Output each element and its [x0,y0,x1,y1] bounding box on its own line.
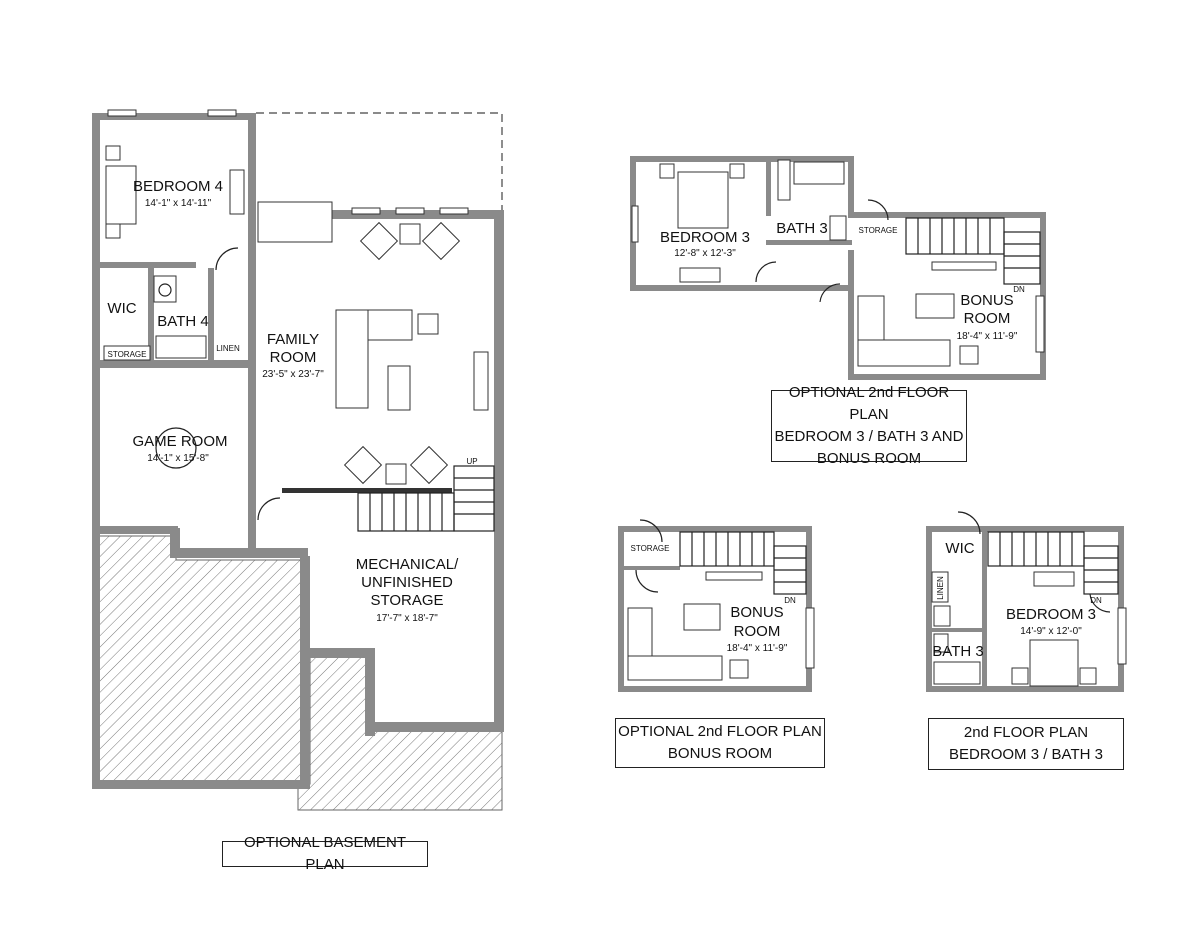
family-room-name-2: ROOM [270,349,317,366]
storage-label: STORAGE [108,350,147,359]
basement-plan: BEDROOM 4 14'-1" x 14'-11" WIC BATH 4 ST… [92,109,504,811]
optional-2nd-floor-bonus-plan: STORAGE DN BONUS ROOM 18'-4" x 11'-9" [618,519,815,692]
std-bedroom3-dims: 14'-9" x 12'-0" [1020,626,1082,637]
bonus-name-1: BONUS [730,604,783,621]
stair-up-label: UP [466,457,477,466]
opt-bonus-caption-line1: OPTIONAL 2nd FLOOR PLAN [618,723,822,740]
bedroom4-dims: 14'-1" x 14'-11" [145,198,212,209]
opt-full-caption-line1: OPTIONAL 2nd FLOOR PLAN [788,384,950,423]
opt-full-caption-line3: BONUS ROOM [816,450,922,467]
basement-caption-text: OPTIONAL BASEMENT PLAN [244,834,406,873]
family-room-name-1: FAMILY [267,331,319,348]
optional-full-plan-caption: OPTIONAL 2nd FLOOR PLAN BEDROOM 3 / BATH… [771,384,967,467]
mechanical-dims: 17'-7" x 18'-7" [376,613,438,624]
optional-bonus-plan-caption: OPTIONAL 2nd FLOOR PLAN BONUS ROOM [615,718,825,768]
game-room-name: GAME ROOM [132,433,227,450]
opt-full-caption-line2: BEDROOM 3 / BATH 3 AND [774,428,964,445]
std-caption-line1: 2nd FLOOR PLAN [963,724,1089,741]
opt-bedroom3-dims: 12'-8" x 12'-3" [674,248,736,259]
mechanical-name-2: UNFINISHED [361,574,453,591]
standard-2nd-floor-plan: WIC LINEN DN BEDROOM 3 14'-9" x 12'-0" B… [926,511,1127,692]
bath4-label: BATH 4 [157,313,208,330]
opt-bath3-label: BATH 3 [776,220,827,237]
unexcavated-area-left [97,535,306,785]
bonus-dn-label: DN [784,596,796,605]
standard-plan-caption: 2nd FLOOR PLAN BEDROOM 3 / BATH 3 [928,718,1124,770]
family-room-dims: 23'-5" x 23'-7" [262,369,324,380]
opt-bonus-name-2: ROOM [964,310,1011,327]
wic-label: WIC [107,300,136,317]
opt-dn-label: DN [1013,285,1025,294]
bonus-name-2: ROOM [734,623,781,640]
opt-bonus-caption-line2: BONUS ROOM [667,745,773,762]
mechanical-name-1: MECHANICAL/ [356,556,459,573]
std-caption-line2: BEDROOM 3 / BATH 3 [949,746,1103,763]
opt-bonus-name-1: BONUS [960,292,1013,309]
mechanical-name-3: STORAGE [370,592,443,609]
basement-plan-caption: OPTIONAL BASEMENT PLAN [222,834,428,873]
std-bath3-label: BATH 3 [932,643,983,660]
optional-2nd-floor-full-plan: BEDROOM 3 12'-8" x 12'-3" BATH 3 STORAGE… [630,156,1046,380]
opt-bedroom3-name: BEDROOM 3 [660,229,750,246]
bonus-storage-label: STORAGE [631,544,670,553]
std-bedroom3-name: BEDROOM 3 [1006,606,1096,623]
linen-label: LINEN [216,344,240,353]
opt-storage-label: STORAGE [859,226,898,235]
std-dn-label: DN [1090,596,1102,605]
opt-bonus-dims: 18'-4" x 11'-9" [957,331,1018,342]
bonus-dims: 18'-4" x 11'-9" [727,643,788,654]
std-wic-label: WIC [945,540,974,557]
bedroom4-name: BEDROOM 4 [133,178,223,195]
std-linen-label: LINEN [936,576,945,600]
game-room-dims: 14'-1" x 15'-8" [147,453,209,464]
